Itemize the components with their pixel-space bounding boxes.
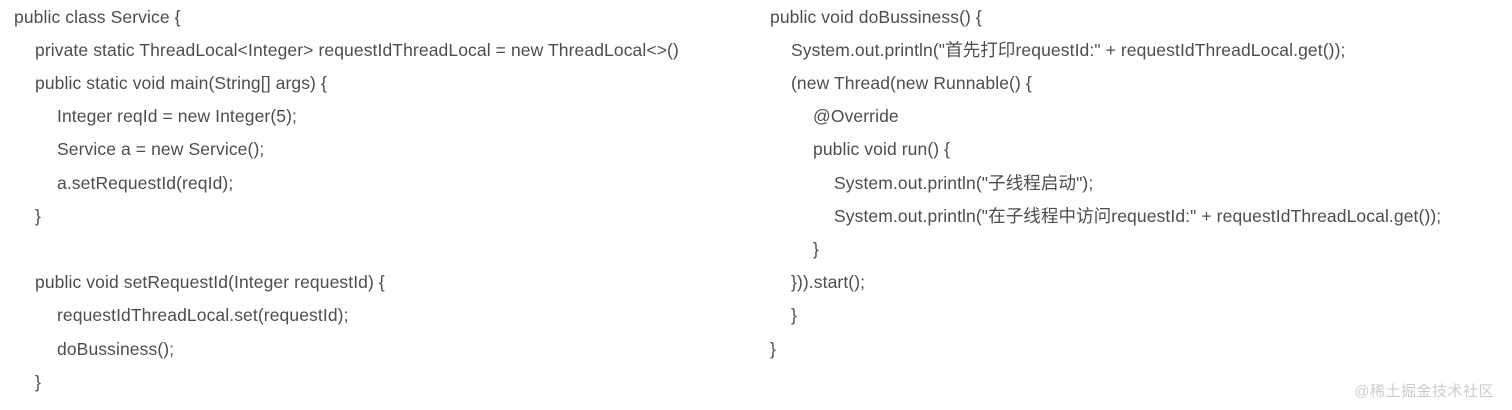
code-left-line-6: a.setRequestId(reqId); <box>57 173 234 193</box>
code-right-line-10: } <box>791 305 797 325</box>
code-left-line-1: public class Service { <box>14 7 181 27</box>
code-right-line-7: System.out.println("在子线程中访问requestId:" +… <box>834 206 1442 226</box>
code-left-line-4: Integer reqId = new Integer(5); <box>57 106 297 126</box>
code-right-line-5: public void run() { <box>813 139 951 159</box>
code-right-line-11: } <box>770 339 776 359</box>
code-left-line-7: } <box>35 206 41 226</box>
code-right-line-9: })).start(); <box>791 272 866 292</box>
code-left-line-9: public void setRequestId(Integer request… <box>35 272 385 292</box>
code-right-line-8: } <box>813 239 819 259</box>
code-right-line-2: System.out.println("首先打印requestId:" + re… <box>791 40 1346 60</box>
watermark-text: @稀土掘金技术社区 <box>1354 383 1494 400</box>
code-left-line-11: doBussiness(); <box>57 339 175 359</box>
code-left-line-8 <box>0 238 19 260</box>
code-left-line-10: requestIdThreadLocal.set(requestId); <box>57 305 349 325</box>
code-left-line-2: private static ThreadLocal<Integer> requ… <box>35 40 679 60</box>
code-left-line-3: public static void main(String[] args) { <box>35 73 327 93</box>
code-left-line-5: Service a = new Service(); <box>57 139 265 159</box>
code-right-line-6: System.out.println("子线程启动"); <box>834 173 1094 193</box>
code-right-line-3: (new Thread(new Runnable() { <box>791 73 1032 93</box>
code-left-line-12: } <box>35 372 41 392</box>
code-right-line-1: public void doBussiness() { <box>770 7 982 27</box>
code-right-line-4: @Override <box>813 106 899 126</box>
